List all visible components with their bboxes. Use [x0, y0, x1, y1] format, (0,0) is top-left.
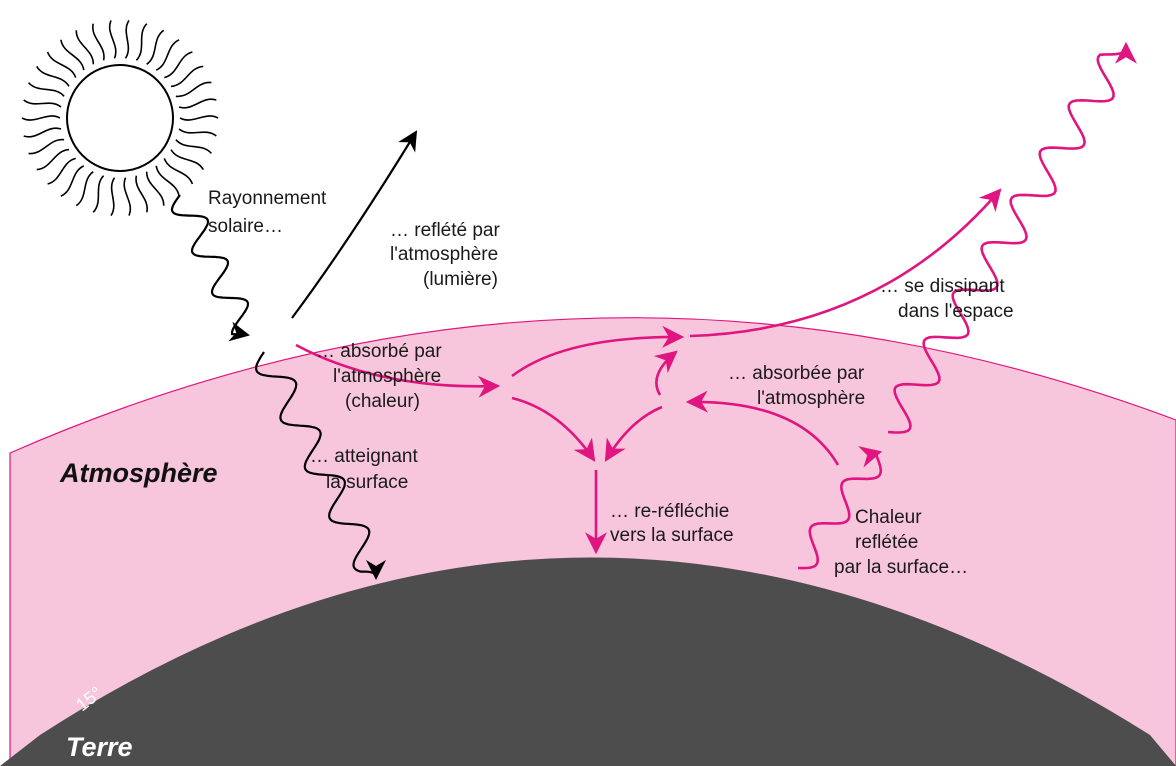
- label-earth: Terre: [66, 732, 133, 762]
- sun-icon: [22, 20, 218, 215]
- label-reflected-2: l'atmosphère: [390, 244, 498, 265]
- label-solar-radiation-1: Rayonnement: [208, 188, 327, 209]
- label-reaching-1: … atteignant: [310, 446, 418, 467]
- label-surface-heat-3: par la surface…: [834, 557, 968, 578]
- label-absorbed-final-1: … absorbée par: [728, 363, 865, 384]
- label-rereflected-2: vers la surface: [610, 525, 734, 546]
- label-absorbed-final-2: l'atmosphère: [757, 388, 865, 409]
- label-absorbed-2: l'atmosphère: [333, 366, 441, 387]
- label-absorbed-3: (chaleur): [345, 391, 420, 412]
- label-surface-heat-2: reflétée: [855, 532, 918, 553]
- label-solar-radiation-2: solaire…: [208, 216, 283, 237]
- label-absorbed-1: … absorbé par: [316, 341, 442, 362]
- label-reaching-2: la surface: [326, 472, 408, 493]
- label-reflected-3: (lumière): [423, 269, 498, 290]
- label-reflected-1: … reflété par: [390, 220, 500, 241]
- label-dissipating-2: dans l'espace: [898, 301, 1014, 322]
- label-atmosphere: Atmosphère: [59, 458, 218, 488]
- label-surface-heat-1: Chaleur: [855, 507, 922, 528]
- label-rereflected-1: … re-réfléchie: [610, 501, 729, 522]
- label-dissipating-1: … se dissipant: [880, 276, 1005, 297]
